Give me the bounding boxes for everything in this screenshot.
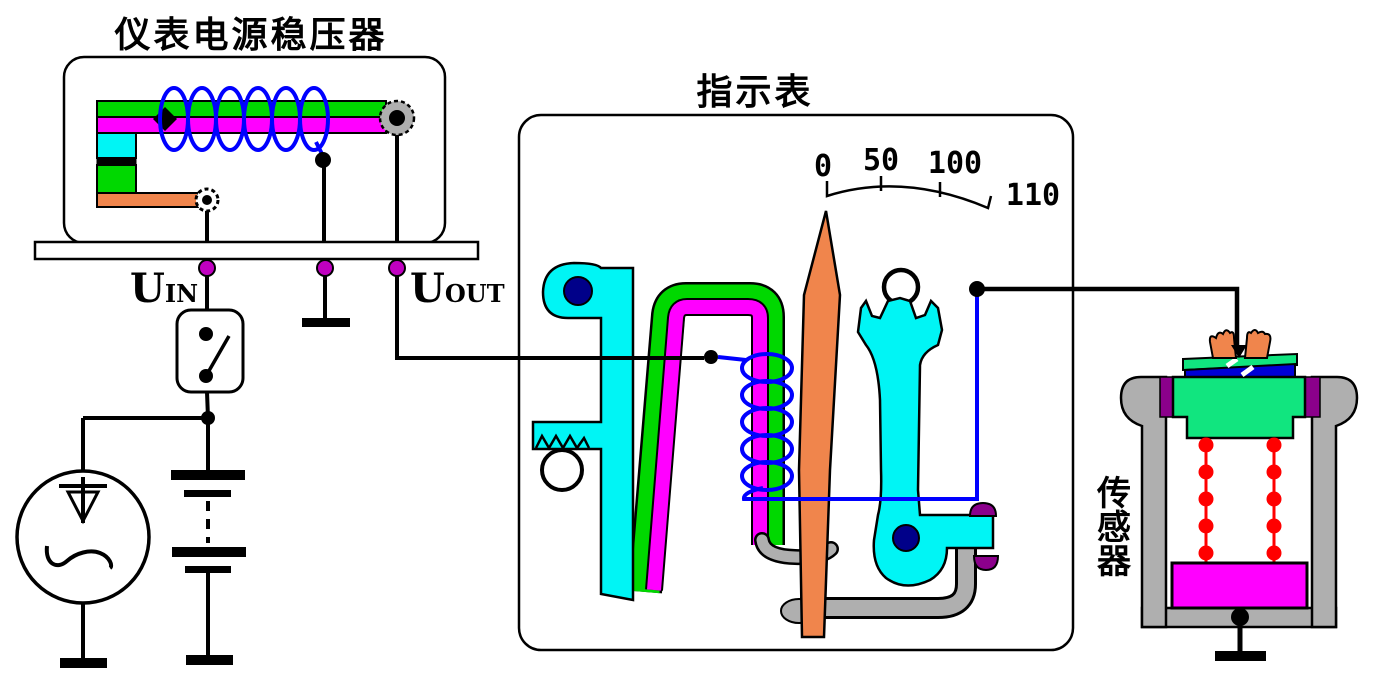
branch-junction [201, 411, 215, 425]
battery-symbol [171, 470, 246, 665]
indicator-to-sensor-wire [977, 286, 1240, 349]
claw-right [1243, 329, 1272, 359]
uout-feed-wire [395, 276, 704, 360]
regulator-unit: 仪表电源稳压器 [33, 14, 505, 312]
bead [1198, 491, 1214, 507]
terminal-uout [388, 259, 406, 277]
regulator-platform [33, 240, 480, 261]
coil-feed-junction [704, 350, 718, 364]
uin-label: UIN [130, 265, 198, 312]
switch-blade [204, 335, 231, 377]
left-spring-ring [540, 448, 584, 492]
right-armature [856, 296, 995, 587]
suspension-strings [1204, 440, 1276, 563]
bead [1266, 464, 1282, 480]
generator-electrode [59, 477, 107, 523]
battery-plate-short-2 [185, 566, 231, 573]
generator-ground-bar [60, 658, 107, 668]
bearing-right [1304, 376, 1321, 418]
battery-plate-long-2 [172, 547, 246, 557]
scale-label-50: 50 [863, 143, 899, 178]
bead [1266, 491, 1282, 507]
scale-arc [825, 176, 993, 210]
sensor-unit: 传 感 器 [1096, 329, 1359, 661]
battery-plate-long-1 [171, 470, 245, 480]
left-armature-pivot [563, 276, 593, 306]
stack-terminal-pin [202, 195, 212, 205]
bar-pivot-pin [389, 110, 405, 126]
mid-ground-bar [302, 318, 350, 327]
generator-wave [44, 545, 114, 570]
scale-label-100: 100 [928, 146, 982, 181]
source-circuit [15, 276, 350, 668]
plate-slash-1 [1225, 356, 1239, 369]
heater-coil [158, 86, 330, 157]
switch-contact-top [199, 327, 213, 341]
pointer-needle [797, 210, 842, 639]
right-purple-bearing-top [968, 501, 998, 517]
generator-triangle [65, 490, 101, 525]
stack-black-spacer [96, 157, 137, 166]
battery-ground-bar [186, 655, 233, 665]
terminal-uin [198, 259, 216, 277]
bead [1198, 518, 1214, 534]
coil-loop [298, 86, 330, 152]
battery-plate-short-1 [184, 490, 231, 497]
housing-left-wall [1119, 375, 1168, 629]
sensor-green-block [1171, 375, 1307, 440]
uout-sub: OUT [445, 279, 505, 308]
sensor-title-char-1: 传 [1096, 475, 1131, 513]
bead [1266, 437, 1282, 453]
sensor-title-char-3: 器 [1097, 543, 1132, 581]
scale-label-0: 0 [814, 149, 832, 184]
left-armature-teeth [534, 433, 591, 451]
linkage-bracket [800, 548, 974, 616]
coil-tap-junction [315, 152, 331, 168]
right-purple-bearing-bottom [972, 555, 1000, 572]
switch-box [175, 308, 245, 394]
sensor-ground-bar [1215, 651, 1266, 661]
bead [1266, 518, 1282, 534]
indicator-coil [717, 293, 979, 501]
source-branch-wires [81, 391, 210, 471]
uout-label: UOUT [410, 265, 505, 312]
bead [1198, 437, 1214, 453]
claw-contact-wedge [1231, 345, 1247, 358]
string-lines [1204, 440, 1276, 563]
scale-label-110: 110 [1006, 178, 1060, 213]
staple-magenta-band [647, 300, 767, 591]
uin-main: U [130, 265, 165, 312]
sensor-title-char-2: 感 [1097, 509, 1131, 547]
left-armature [531, 261, 635, 602]
bead [1198, 545, 1214, 561]
bead [1198, 464, 1214, 480]
coil-loop [740, 460, 794, 492]
sensor-magenta-block [1170, 561, 1309, 610]
housing-right-wall [1310, 375, 1359, 629]
plate-slash-2 [1240, 364, 1255, 378]
uout-main: U [410, 265, 445, 312]
right-armature-pivot [892, 524, 920, 552]
indicator-title: 指示表 [696, 71, 813, 112]
stack-green-block [96, 164, 137, 194]
stack-orange-base [96, 192, 199, 208]
indicator-unit: 指示表 0 50 100 110 [395, 71, 1240, 652]
uin-sub: IN [165, 279, 198, 308]
bead [1266, 545, 1282, 561]
coil-lead-in [717, 355, 747, 362]
claw-left [1208, 329, 1238, 359]
regulator-title: 仪表电源稳压器 [113, 14, 387, 55]
string-beads [1198, 437, 1282, 561]
stack-cyan-block [96, 132, 137, 159]
coil-return-wire [742, 293, 979, 501]
terminal-mid [316, 259, 334, 277]
